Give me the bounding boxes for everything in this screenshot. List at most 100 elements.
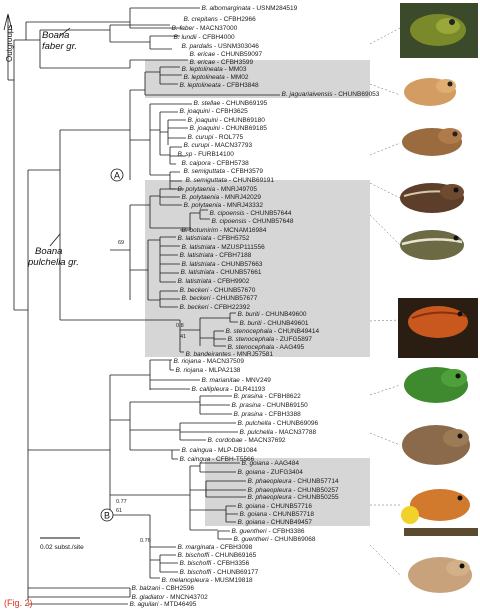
- tip-species: B. latistriata: [178, 235, 212, 242]
- tip-voucher-code: - MLP-DB1084: [212, 447, 257, 454]
- tip-voucher-code: - AAG495: [274, 344, 304, 351]
- tip-label: B. buriti - CHUNB49601: [240, 320, 309, 327]
- tip-species: B. buriti: [238, 311, 261, 318]
- tip-label: B. latistriata - CHUNB57661: [181, 269, 262, 276]
- tip-voucher-code: - CFBH9902: [211, 278, 249, 285]
- frog-photo-orange-vocal-sac: [401, 489, 478, 536]
- tip-species: B. balzani: [132, 585, 161, 592]
- tip-label: B. beckeri - CHUNB57677: [182, 295, 258, 302]
- tip-voucher-code: - CHUNB69068: [269, 536, 316, 543]
- tip-label: B. polytaenia - MNRJ43332: [184, 202, 264, 209]
- polytaenia-branches: [110, 188, 210, 300]
- tip-label: B. stenocephala - CHUNB49414: [226, 328, 320, 335]
- tip-label: B. beckeri - CFBH22392: [180, 304, 251, 311]
- tip-label: B. goiana - CHUNB49457: [238, 519, 313, 526]
- tip-label: B. latistriata - MZUSP111556: [182, 244, 266, 251]
- tip-label: B. lundii - CFBH4000: [174, 34, 235, 41]
- clade-label-pulchella-line1: Boana: [35, 246, 62, 257]
- tip-label: B. prasina - CHUNB69150: [232, 402, 309, 409]
- tip-label: B. prasina - CFBH8622: [234, 393, 302, 400]
- tip-species: B. curupi: [188, 134, 214, 141]
- tip-label: B. riojana - MACN37509: [174, 358, 245, 365]
- clade-a-branches: [28, 90, 131, 321]
- scale-bar: 0.02 subst./site: [40, 537, 84, 551]
- tip-label: B. caingua - MLP-DB1084: [182, 447, 258, 454]
- tip-species: B. goiana: [238, 469, 266, 476]
- tip-label: B. marginata - CFBH3098: [178, 544, 253, 551]
- tip-species: B. phaeopleura: [248, 494, 292, 501]
- tip-species: B. beckeri: [182, 295, 211, 302]
- tip-label: B. cipoensis - CHUNB57644: [210, 210, 292, 217]
- tip-label: B. latistriata - CFBH5752: [178, 235, 250, 242]
- tip-voucher-code: - CFBH5738: [211, 160, 249, 167]
- node-marker-b: B: [100, 508, 114, 522]
- tip-species: B. riojana: [174, 358, 202, 365]
- tip-species: B. guentheri: [234, 536, 270, 543]
- tip-voucher-code: - CHUNB57663: [215, 261, 262, 268]
- tip-voucher-code: - CHUNB49600: [260, 311, 307, 318]
- tip-label: B. bandeirantes - MNRJ57581: [186, 351, 274, 358]
- outgroup-branches: [14, 7, 200, 41]
- tip-label: B. marianitae - MNV249: [202, 377, 272, 384]
- tip-label: B. curupi - MACN37793: [184, 142, 253, 149]
- tip-voucher-code: - CHUNB69096: [271, 420, 318, 427]
- tip-species: B. lundii: [174, 34, 198, 41]
- tip-label: B. joaquini - CHUNB69185: [190, 125, 268, 132]
- tip-voucher-code: - ZUFG5897: [274, 336, 312, 343]
- tip-voucher-code: - ZUFG3404: [265, 469, 303, 476]
- tip-species: B. prasina: [232, 402, 262, 409]
- tip-label: B. pardalis - USNM303046: [182, 43, 260, 50]
- tip-species: B. cordobae: [208, 437, 243, 444]
- stellae-group-branches: [130, 103, 192, 190]
- tip-voucher-code: - CHUNB69185: [220, 125, 267, 132]
- tip-species: B. pulchella: [240, 429, 274, 436]
- support-value: 0.76: [140, 538, 151, 544]
- tip-voucher-code: - CHUNB57716: [265, 503, 312, 510]
- tip-voucher-code: - MNRJ57581: [231, 351, 273, 358]
- tip-species: B. leptolineata: [180, 82, 222, 89]
- tip-species: B. gladiator: [132, 594, 166, 601]
- tip-label: B. cordobae - MACN37692: [208, 437, 286, 444]
- tip-label: B. bischoffi - CHUNB69177: [180, 569, 259, 576]
- tip-label: B. joaquini - CHUNB69180: [188, 117, 266, 124]
- tip-species: B. stellae: [194, 100, 221, 107]
- tip-voucher-code: - CFBH3625: [210, 108, 248, 115]
- tip-species: B. caipora: [182, 160, 212, 167]
- bischoffi-branches: [110, 514, 178, 579]
- tip-voucher-code: - CFBH3599: [215, 59, 253, 66]
- tip-voucher-code: - MUSM19818: [209, 577, 253, 584]
- tip-species: B. faber: [172, 25, 196, 32]
- tip-label: B. albomarginata - USNM284519: [202, 5, 298, 12]
- leptolineata-branches: [130, 66, 280, 96]
- tip-voucher-code: - MACN37692: [243, 437, 286, 444]
- tip-species: B. goiana: [240, 511, 268, 518]
- tip-voucher-code: - CHUNB49601: [262, 320, 309, 327]
- tree-branches: [3, 7, 280, 605]
- support-value: 69: [118, 240, 124, 246]
- tip-label: B. leptolineata - MM03: [182, 66, 247, 73]
- tip-label: B. ericae - CFBH3599: [190, 59, 254, 66]
- tip-species: B. riojana: [176, 367, 204, 374]
- tip-label: B. faber - MACN37000: [172, 25, 238, 32]
- clade-label-pulchella-line2: pulchella gr.: [27, 257, 79, 268]
- clade-b-stem: [28, 375, 111, 515]
- tip-label: B. latistriata - CFBH7188: [180, 252, 252, 259]
- highlight-polytaenia-clade: [145, 180, 370, 357]
- tip-species: B. stenocephala: [228, 336, 275, 343]
- tip-voucher-code: - FURB14100: [192, 151, 234, 158]
- tip-voucher-code: - MNRJ49705: [215, 186, 257, 193]
- tip-voucher-code: - MZUSP111556: [215, 244, 265, 251]
- tip-voucher-code: - USNM284519: [251, 5, 298, 12]
- tip-voucher-code: - CHUNB69053: [332, 91, 379, 98]
- tip-voucher-code: - CFBH22392: [208, 304, 250, 311]
- tip-label: B. semiguttata - CHUNB69191: [186, 177, 275, 184]
- tip-label: B. goiana - CHUNB57718: [240, 511, 315, 518]
- tip-species: B. joaquini: [188, 117, 219, 124]
- tip-label: B. goiana - CHUNB57716: [238, 503, 313, 510]
- tip-species: B. bischoffi: [180, 569, 212, 576]
- tip-label: B. phaeopleura - CHUNB50255: [248, 494, 339, 501]
- tip-species: B. bandeirantes: [186, 351, 232, 358]
- tip-species: B. goiana: [238, 519, 266, 526]
- tip-label: B. stellae - CHUNB69195: [194, 100, 268, 107]
